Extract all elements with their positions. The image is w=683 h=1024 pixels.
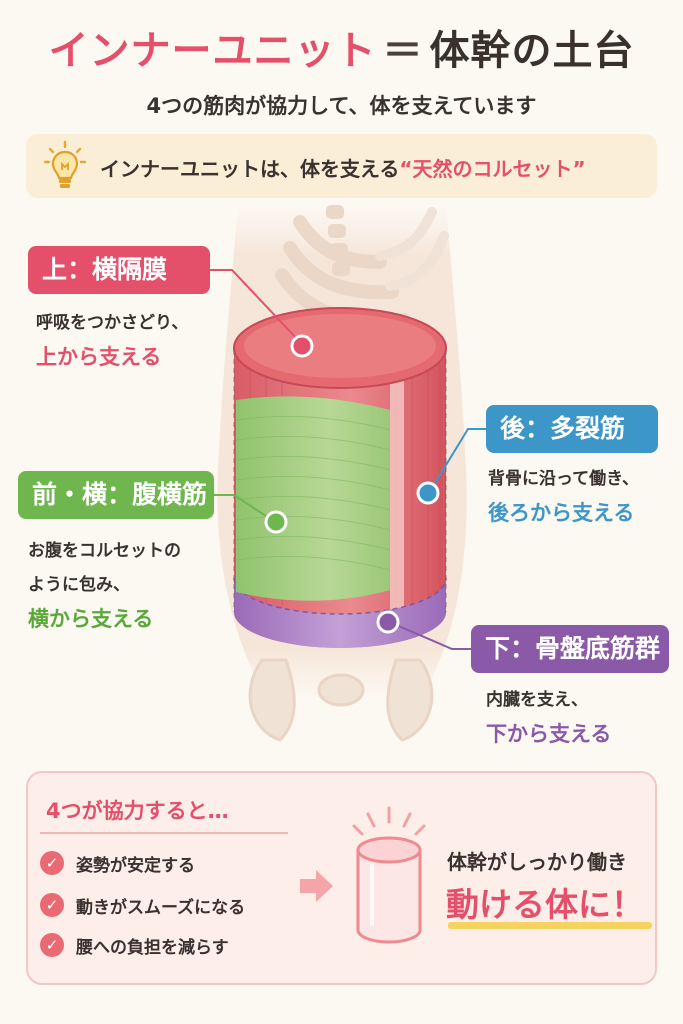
result-highlight-bar [448,922,652,929]
summary-item: ✓ 腰への負担を減らす [40,930,229,960]
desc-transversus: お腹をコルセットの ように包み、 横から支える [28,534,181,636]
arrow-right-icon [300,870,333,902]
summary-heading: 4つが協力すると… [46,799,229,823]
lightbulb-icon [44,140,86,188]
tip-text-main: インナーユニットは、体を支える [100,157,400,181]
result-emphasis: 動ける体に！ [446,885,644,924]
desc-multifidus: 背骨に沿って働き、 後ろから支える [488,462,639,530]
title-rest: 体幹の土台 [429,28,635,74]
tip-banner [26,134,657,198]
summary-item-label: 姿勢が安定する [76,855,195,876]
summary-item: ✓ 姿勢が安定する [40,848,195,878]
page-subtitle: 4つの筋肉が協力して、体を支えています [146,94,537,118]
summary-item-label: 動きがスムーズになる [76,897,246,918]
summary-box [26,771,657,985]
tip-text-highlight: “天然のコルセット” [399,157,586,181]
desc-pelvic-floor-emphasis: 下から支える [486,722,612,746]
label-pelvic-floor: 下：骨盤底筋群 [471,625,669,673]
desc-transversus-text1: お腹をコルセットの [28,541,181,561]
summary-item-label: 腰への負担を減らす [76,937,229,958]
desc-diaphragm: 呼吸をつかさどり、 上から支える [36,306,188,374]
result-text: 体幹がしっかり働き [447,850,627,874]
page-title: インナーユニット＝体幹の土台 [0,18,683,76]
title-main: インナーユニット [48,28,377,74]
desc-diaphragm-emphasis: 上から支える [36,345,162,369]
label-transversus: 前・横：腹横筋 [18,471,214,519]
desc-transversus-emphasis: 横から支える [28,607,154,631]
desc-pelvic-floor-text: 内臓を支え、 [486,690,588,710]
tip-text: インナーユニットは、体を支える“天然のコルセット” [100,153,586,182]
title-equals: ＝ [382,28,424,74]
label-multifidus: 後：多裂筋 [486,405,658,453]
desc-multifidus-text: 背骨に沿って働き、 [488,469,639,489]
desc-pelvic-floor: 内臓を支え、 下から支える [486,683,611,751]
summary-item: ✓ 動きがスムーズになる [40,890,245,920]
cylinder-icon [352,806,426,944]
label-diaphragm: 上：横隔膜 [28,246,210,294]
summary-heading-underline [40,832,288,834]
check-icon: ✓ [40,893,64,917]
desc-transversus-text2: ように包み、 [28,575,130,595]
check-icon: ✓ [40,933,64,957]
check-icon: ✓ [40,851,64,875]
desc-multifidus-emphasis: 後ろから支える [488,501,635,525]
desc-diaphragm-text: 呼吸をつかさどり、 [36,313,189,333]
